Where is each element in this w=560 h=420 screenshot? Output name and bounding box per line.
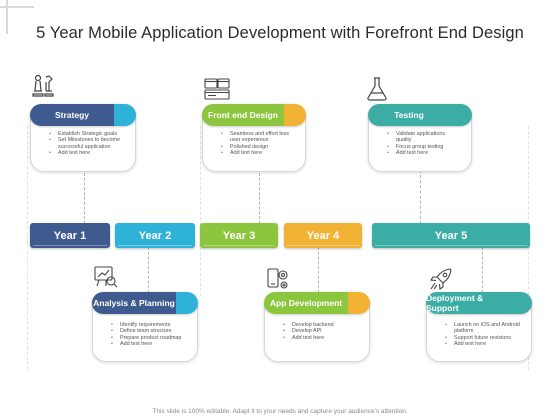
app-development-list: Develop backend Develop API Add text her…	[283, 322, 359, 342]
page-title: 5 Year Mobile Application Development wi…	[36, 24, 524, 42]
list-item: Add text here	[49, 150, 125, 157]
deployment-header: Deployment & Support	[426, 292, 532, 314]
deployment-title: Deployment & Support	[426, 292, 510, 314]
list-item: Add text here	[387, 150, 461, 157]
app-development-tip	[348, 292, 370, 314]
year-4-box: Year 4	[284, 223, 362, 248]
year-3-box: Year 3	[200, 223, 278, 248]
app-development-icon	[265, 266, 291, 292]
frontend-title: Front end Design	[202, 104, 284, 126]
guide-line-left	[27, 126, 28, 370]
connector-strategy	[84, 168, 85, 224]
list-item: Polished design	[221, 144, 295, 151]
list-item: Add text here	[111, 341, 187, 348]
testing-list: Validate applications quality Focus grou…	[387, 131, 461, 157]
flask-icon	[364, 76, 390, 102]
connector-frontend	[259, 168, 260, 224]
connector-testing	[420, 170, 421, 224]
list-item: Set Milestones to become successful appl…	[49, 137, 125, 150]
footer-note: This slide is 100% editable. Adapt it to…	[152, 408, 408, 415]
analysis-header: Analysis & Planning	[92, 292, 198, 314]
list-item: Validate applications quality	[387, 131, 461, 144]
browser-windows-icon	[204, 76, 230, 102]
list-item: Prepare product roadmap	[111, 335, 187, 342]
frontend-header: Front end Design	[202, 104, 306, 126]
list-item: Identify requirements	[111, 322, 187, 329]
strategy-list: Establish Strategic goals Set Milestones…	[49, 131, 125, 157]
year-1-box: Year 1	[30, 223, 110, 248]
analysis-list: Identify requirements Define team struct…	[111, 322, 187, 348]
guide-line-mid	[200, 126, 201, 296]
deployment-tip	[510, 292, 532, 314]
frontend-list: Seamless and effort less user experience…	[221, 131, 295, 157]
list-item: Develop API	[283, 328, 359, 335]
app-development-header: App Development	[264, 292, 370, 314]
list-item: Establish Strategic goals	[49, 131, 125, 138]
list-item: Define team structure	[111, 328, 187, 335]
testing-title: Testing	[368, 104, 450, 126]
frontend-tip	[284, 104, 306, 126]
analysis-board-icon	[93, 264, 119, 290]
analysis-tip	[176, 292, 198, 314]
rocket-icon	[428, 266, 454, 292]
guide-line-right	[528, 126, 529, 370]
list-item: Support future revisions	[445, 335, 521, 342]
connector-deployment	[482, 247, 483, 293]
year-5-box: Year 5	[372, 223, 530, 248]
list-item: Add text here	[221, 150, 295, 157]
strategy-header: Strategy	[30, 104, 136, 126]
list-item: Develop backend	[283, 322, 359, 329]
list-item: Seamless and effort less user experience	[221, 131, 295, 144]
chess-icon	[30, 73, 56, 99]
app-development-title: App Development	[264, 292, 348, 314]
testing-tip	[450, 104, 472, 126]
strategy-tip	[114, 104, 136, 126]
year-2-box: Year 2	[115, 223, 195, 248]
connector-appdev	[318, 247, 319, 293]
list-item: Focus group testing	[387, 144, 461, 151]
testing-header: Testing	[368, 104, 472, 126]
deployment-list: Launch on iOS and Android platform Suppo…	[445, 322, 521, 348]
connector-analysis	[148, 247, 149, 293]
list-item: Add text here	[283, 335, 359, 342]
list-item: Add text here	[445, 341, 521, 348]
list-item: Launch on iOS and Android platform	[445, 322, 521, 335]
analysis-title: Analysis & Planning	[92, 292, 176, 314]
strategy-title: Strategy	[30, 104, 114, 126]
corner-decoration	[0, 0, 34, 34]
